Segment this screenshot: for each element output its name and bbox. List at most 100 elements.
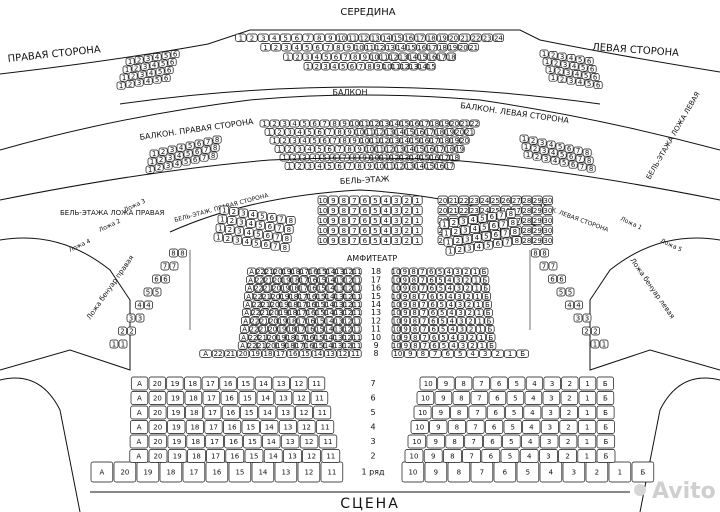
amfi-seat[interactable] — [391, 349, 405, 358]
balcony-seat[interactable] — [400, 62, 410, 71]
amfi-seat[interactable] — [236, 349, 250, 358]
balcony-inner-seat[interactable] — [384, 162, 395, 170]
bel-etazh-seat[interactable] — [370, 235, 381, 245]
amfi-seat[interactable] — [391, 341, 402, 350]
bel-etazh-seat[interactable] — [380, 195, 392, 205]
balcony-seat[interactable] — [281, 43, 292, 52]
amfi-seat[interactable] — [454, 349, 467, 358]
bel-etazh-seat[interactable] — [521, 235, 533, 245]
balcony-inner-side-seat[interactable] — [190, 155, 200, 164]
bel-etazh-seat[interactable] — [328, 215, 339, 225]
bel-etazh-seat[interactable] — [542, 195, 554, 205]
balcony-inner-seat[interactable] — [439, 119, 450, 128]
balcony-seat[interactable] — [409, 62, 418, 71]
balcony-inner-side-seat[interactable] — [577, 162, 587, 171]
amfi-seat[interactable] — [349, 349, 362, 358]
bel-etazh-seat[interactable] — [317, 235, 329, 245]
amfi-seat[interactable] — [448, 341, 459, 350]
balcony-seat[interactable] — [385, 43, 396, 52]
bel-etazh-side-seat[interactable] — [265, 222, 275, 232]
benuar-seat[interactable] — [169, 261, 179, 271]
balcony-inner-side-seat[interactable] — [147, 157, 157, 166]
balcony-side-seat[interactable] — [572, 70, 582, 79]
balcony-seat[interactable] — [257, 33, 269, 42]
amfi-seat[interactable] — [256, 341, 267, 350]
balcony-inner-seat[interactable] — [324, 128, 335, 136]
amfi-seat[interactable] — [420, 341, 430, 350]
balcony-inner-seat[interactable] — [434, 162, 445, 170]
balcony-inner-seat[interactable] — [269, 119, 280, 128]
balcony-inner-seat[interactable] — [399, 119, 410, 128]
balcony-inner-seat[interactable] — [294, 145, 305, 153]
bel-etazh-side-seat[interactable] — [460, 225, 471, 235]
amfi-seat[interactable] — [416, 349, 429, 358]
benuar-seat[interactable] — [548, 274, 557, 284]
balcony-inner-seat[interactable] — [319, 119, 330, 128]
bel-etazh-seat[interactable] — [412, 205, 423, 215]
benuar-seat[interactable] — [161, 274, 170, 284]
bel-etazh-side-seat[interactable] — [229, 207, 239, 217]
balcony-seat[interactable] — [340, 52, 351, 61]
balcony-inner-side-seat[interactable] — [181, 157, 191, 166]
amfi-seat[interactable] — [238, 333, 249, 342]
balcony-seat[interactable] — [280, 33, 292, 42]
balcony-side-seat[interactable] — [560, 60, 570, 69]
bel-etazh-seat[interactable] — [521, 195, 533, 205]
balcony-side-seat[interactable] — [575, 55, 585, 64]
bel-etazh-side-seat[interactable] — [508, 218, 518, 228]
balcony-seat[interactable] — [446, 52, 456, 61]
balcony-side-seat[interactable] — [578, 63, 588, 72]
balcony-inner-side-seat[interactable] — [185, 141, 195, 150]
balcony-inner-seat[interactable] — [349, 119, 360, 128]
bel-etazh-side-seat[interactable] — [261, 240, 271, 250]
bel-etazh-seat[interactable] — [391, 235, 402, 245]
balcony-side-seat[interactable] — [593, 81, 603, 90]
balcony-seat[interactable] — [436, 52, 447, 61]
bel-etazh-side-seat[interactable] — [500, 228, 511, 238]
balcony-seat[interactable] — [408, 52, 418, 61]
balcony-inner-seat[interactable] — [394, 162, 405, 170]
amfi-seat[interactable] — [458, 341, 468, 350]
balcony-seat[interactable] — [426, 62, 436, 71]
balcony-seat[interactable] — [260, 43, 271, 52]
balcony-inner-seat[interactable] — [324, 145, 335, 153]
benuar-seat[interactable] — [573, 313, 583, 323]
bel-etazh-side-seat[interactable] — [510, 227, 520, 237]
bel-etazh-side-seat[interactable] — [219, 205, 230, 215]
balcony-seat[interactable] — [437, 43, 448, 52]
bel-etazh-side-seat[interactable] — [242, 237, 252, 247]
bel-etazh-side-seat[interactable] — [472, 233, 482, 243]
benuar-seat[interactable] — [152, 287, 162, 297]
benuar-seat[interactable] — [557, 274, 566, 284]
balcony-side-seat[interactable] — [584, 79, 594, 88]
balcony-inner-seat[interactable] — [354, 162, 365, 170]
bel-etazh-side-seat[interactable] — [453, 236, 463, 246]
balcony-seat[interactable] — [391, 62, 401, 71]
bel-etazh-seat[interactable] — [328, 205, 339, 215]
balcony-seat[interactable] — [292, 52, 303, 61]
bel-etazh-seat[interactable] — [437, 195, 449, 205]
balcony-inner-side-seat[interactable] — [582, 148, 592, 157]
amfi-seat[interactable] — [285, 341, 295, 350]
bel-etazh-side-seat[interactable] — [493, 239, 503, 249]
balcony-inner-seat[interactable] — [469, 119, 480, 128]
balcony-inner-seat[interactable] — [304, 145, 315, 153]
bel-etazh-seat[interactable] — [359, 235, 371, 245]
bel-etazh-seat[interactable] — [370, 215, 381, 225]
balcony-inner-seat[interactable] — [329, 119, 340, 128]
balcony-inner-seat[interactable] — [414, 162, 425, 170]
balcony-inner-side-seat[interactable] — [573, 146, 583, 155]
balcony-inner-seat[interactable] — [419, 119, 430, 128]
amfi-seat[interactable] — [247, 341, 257, 350]
bel-etazh-side-seat[interactable] — [462, 234, 473, 244]
balcony-inner-side-seat[interactable] — [521, 142, 531, 151]
bel-etazh-seat[interactable] — [349, 215, 360, 225]
balcony-side-seat[interactable] — [161, 51, 171, 60]
balcony-seat[interactable] — [303, 62, 313, 71]
balcony-inner-seat[interactable] — [319, 153, 330, 162]
balcony-inner-seat[interactable] — [304, 162, 315, 170]
balcony-seat[interactable] — [364, 43, 375, 52]
balcony-inner-seat[interactable] — [389, 153, 400, 162]
bel-etazh-side-seat[interactable] — [479, 222, 490, 232]
bel-etazh-side-seat[interactable] — [246, 219, 256, 229]
